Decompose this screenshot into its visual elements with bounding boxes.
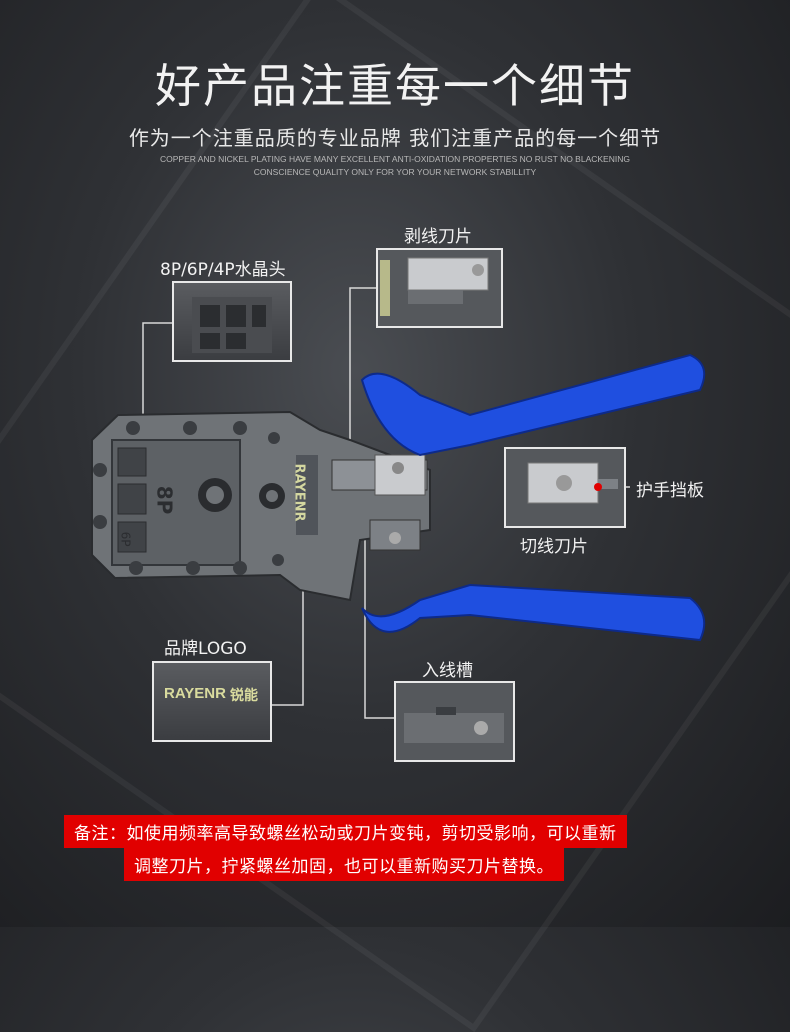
- note-line-1: 备注：如使用频率高导致螺丝松动或刀片变钝，剪切受影响，可以重新: [64, 815, 627, 848]
- stripping-blade-leader-line: [349, 287, 376, 475]
- inset-crystal-head: [172, 281, 292, 362]
- label-brand-logo: 品牌LOGO: [164, 639, 247, 659]
- inset-hand-guard: [504, 447, 626, 528]
- label-stripping-blade: 剥线刀片: [404, 227, 472, 247]
- label-hand-guard: 护手挡板: [636, 481, 704, 501]
- page-subtitle: 作为一个注重品质的专业品牌 我们注重产品的每一个细节: [128, 126, 662, 150]
- tool-head: [91, 410, 431, 602]
- label-crystal-head: 8P/6P/4P水晶头: [160, 260, 286, 280]
- brand-logo-cn: 锐能: [230, 688, 258, 704]
- note-line-2: 调整刀片，拧紧螺丝加固，也可以重新购买刀片替换。: [124, 848, 564, 881]
- inset-wire-slot: [394, 681, 515, 762]
- english-caption-line1: COPPER AND NICKEL PLATING HAVE MANY EXCE…: [160, 154, 630, 164]
- crimping-tool-illustration: [91, 287, 706, 719]
- tool-8p-marking: 8P: [152, 485, 177, 515]
- inset-brand-logo: RAYENR 锐能: [152, 661, 272, 742]
- label-wire-slot: 入线槽: [422, 661, 473, 681]
- callout-lines: [142, 287, 630, 719]
- tool-6p-marking: 6P: [118, 531, 133, 547]
- page-title: 好产品注重每一个细节: [155, 59, 635, 113]
- tool-brand-marking: RAYENR: [291, 463, 307, 522]
- hand-guard-marker-dot: [594, 483, 602, 491]
- brand-logo-text: RAYENR: [164, 685, 226, 702]
- english-caption-line2: CONSCIENCE QUALITY ONLY FOR YOR YOUR NET…: [253, 167, 537, 177]
- lower-handle: [361, 583, 706, 642]
- inset-stripping-blade: [376, 248, 503, 328]
- upper-handle: [360, 353, 706, 457]
- wire-slot-leader-line: [364, 520, 395, 719]
- label-cutting-blade: 切线刀片: [520, 537, 588, 557]
- logo-leader-line: [270, 540, 304, 706]
